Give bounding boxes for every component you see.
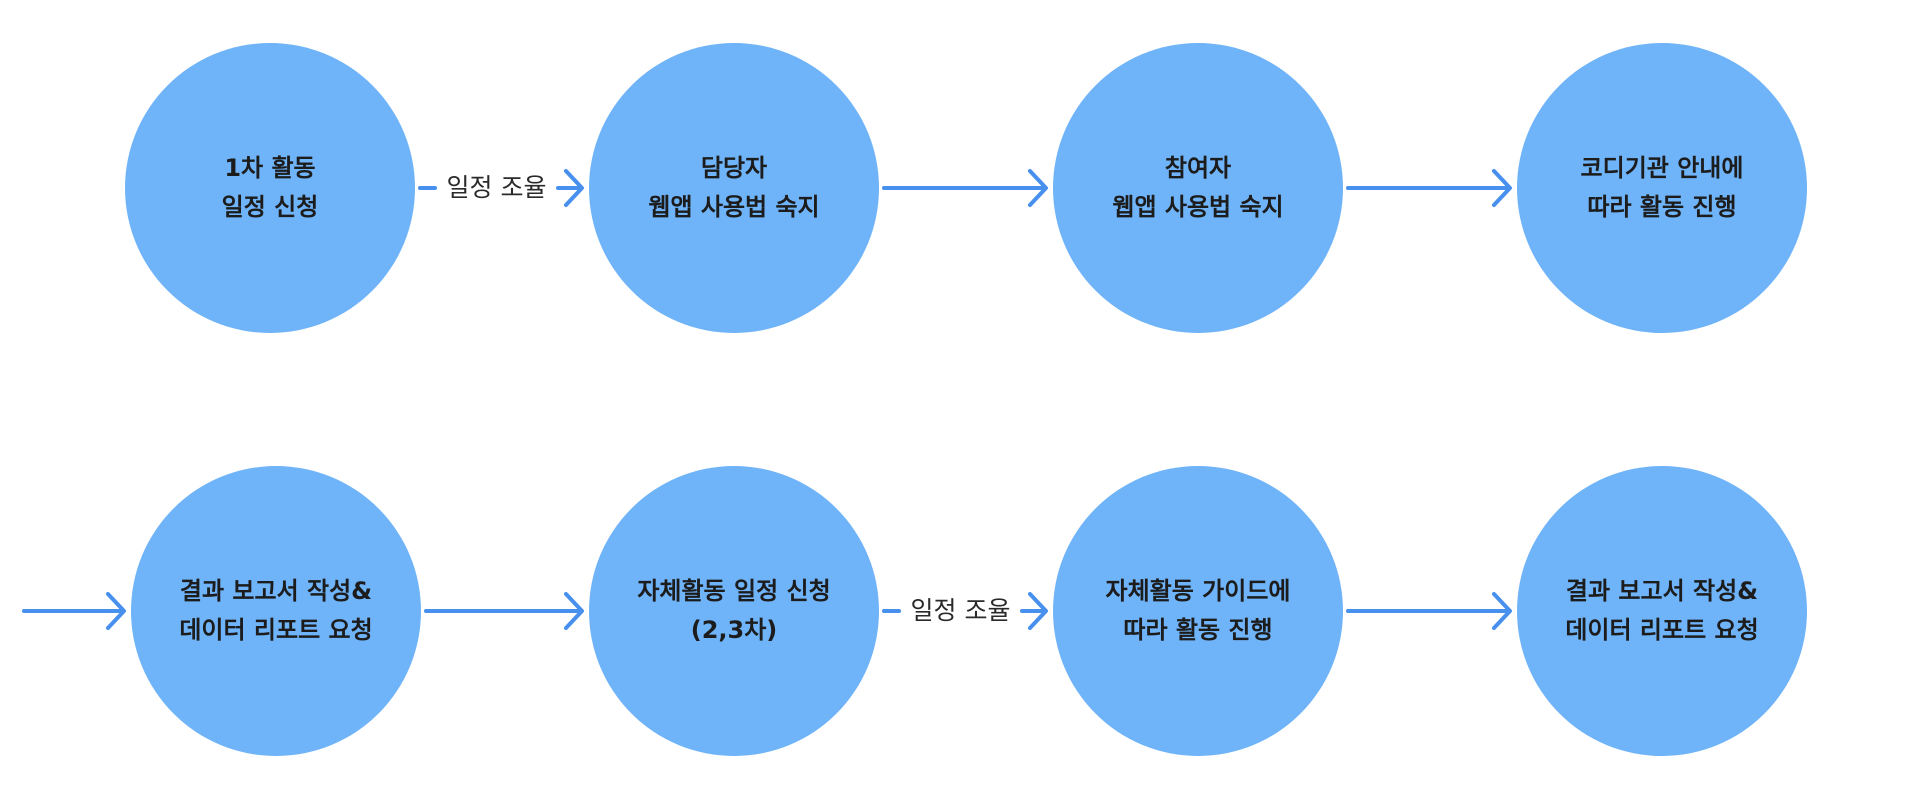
node-label-line-1: 코디기관 안내에: [1580, 154, 1744, 182]
connector-r2-2-to-r2-3: [882, 592, 1048, 630]
node-label-line-1: 결과 보고서 작성&: [1565, 577, 1759, 605]
edge-label-r2-2-to-r2-3: 일정 조율: [910, 596, 1011, 625]
connector-r1-2-to-r1-3: [882, 169, 1048, 207]
step-node-r2-1: 결과 보고서 작성& 데이터 리포트 요청: [131, 466, 421, 756]
node-label-line-2: 따라 활동 진행: [1587, 193, 1737, 221]
node-label-line-2: 따라 활동 진행: [1123, 616, 1273, 644]
node-label-line-2: 웹앱 사용법 숙지: [648, 193, 820, 221]
step-node-r1-4: 코디기관 안내에 따라 활동 진행: [1517, 43, 1807, 333]
connector-r1-1-to-r1-2: [418, 169, 584, 207]
step-node-r2-2: 자체활동 일정 신청 (2,3차): [589, 466, 879, 756]
node-label-line-1: 자체활동 일정 신청: [637, 577, 831, 605]
node-label-line-1: 1차 활동: [224, 154, 316, 182]
step-node-r2-3: 자체활동 가이드에 따라 활동 진행: [1053, 466, 1343, 756]
node-label-line-1: 참여자: [1164, 154, 1232, 182]
node-label-line-2: (2,3차): [690, 616, 778, 644]
step-node-r2-4: 결과 보고서 작성& 데이터 리포트 요청: [1517, 466, 1807, 756]
step-node-r1-1: 1차 활동 일정 신청: [125, 43, 415, 333]
node-label-line-2: 데이터 리포트 요청: [1565, 616, 1759, 644]
node-label-line-2: 데이터 리포트 요청: [179, 616, 373, 644]
connector-r2-1-to-r2-2: [424, 592, 584, 630]
step-node-r1-3: 참여자 웹앱 사용법 숙지: [1053, 43, 1343, 333]
node-label-line-2: 일정 신청: [221, 193, 319, 221]
node-label-line-1: 담당자: [700, 154, 768, 182]
connector-entry-to-r2-1: [22, 592, 126, 630]
node-label-line-2: 웹앱 사용법 숙지: [1112, 193, 1284, 221]
connector-r2-3-to-r2-4: [1346, 592, 1512, 630]
edge-label-r1-1-to-r1-2: 일정 조율: [446, 173, 547, 202]
connector-r1-3-to-r1-4: [1346, 169, 1512, 207]
node-label-line-1: 결과 보고서 작성&: [179, 577, 373, 605]
step-node-r1-2: 담당자 웹앱 사용법 숙지: [589, 43, 879, 333]
node-label-line-1: 자체활동 가이드에: [1105, 577, 1291, 605]
